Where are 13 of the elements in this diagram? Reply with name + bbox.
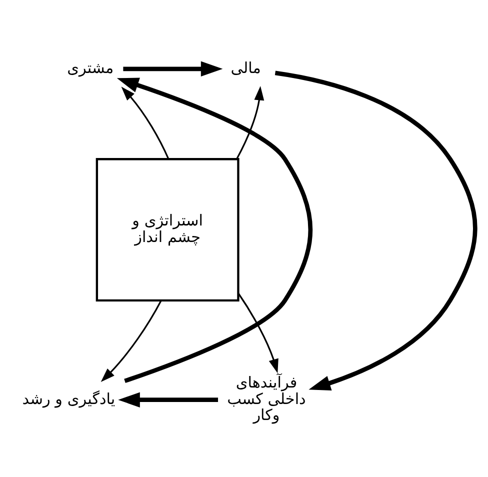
node-box: استراتژی و چشم انداز [96, 158, 240, 301]
node-text: مالی [230, 58, 261, 76]
node-text: مشتری [67, 58, 114, 76]
arrow [236, 86, 264, 159]
arrow [274, 70, 478, 390]
node-text: فرآیندهای داخلی کسب وکار [227, 373, 306, 424]
arrow [121, 86, 170, 159]
arrow [116, 77, 312, 383]
node-text: یادگیری و رشد [22, 389, 116, 408]
arrow [238, 292, 278, 373]
arrow [118, 392, 218, 407]
arrow [123, 60, 223, 76]
arrow [100, 300, 162, 382]
